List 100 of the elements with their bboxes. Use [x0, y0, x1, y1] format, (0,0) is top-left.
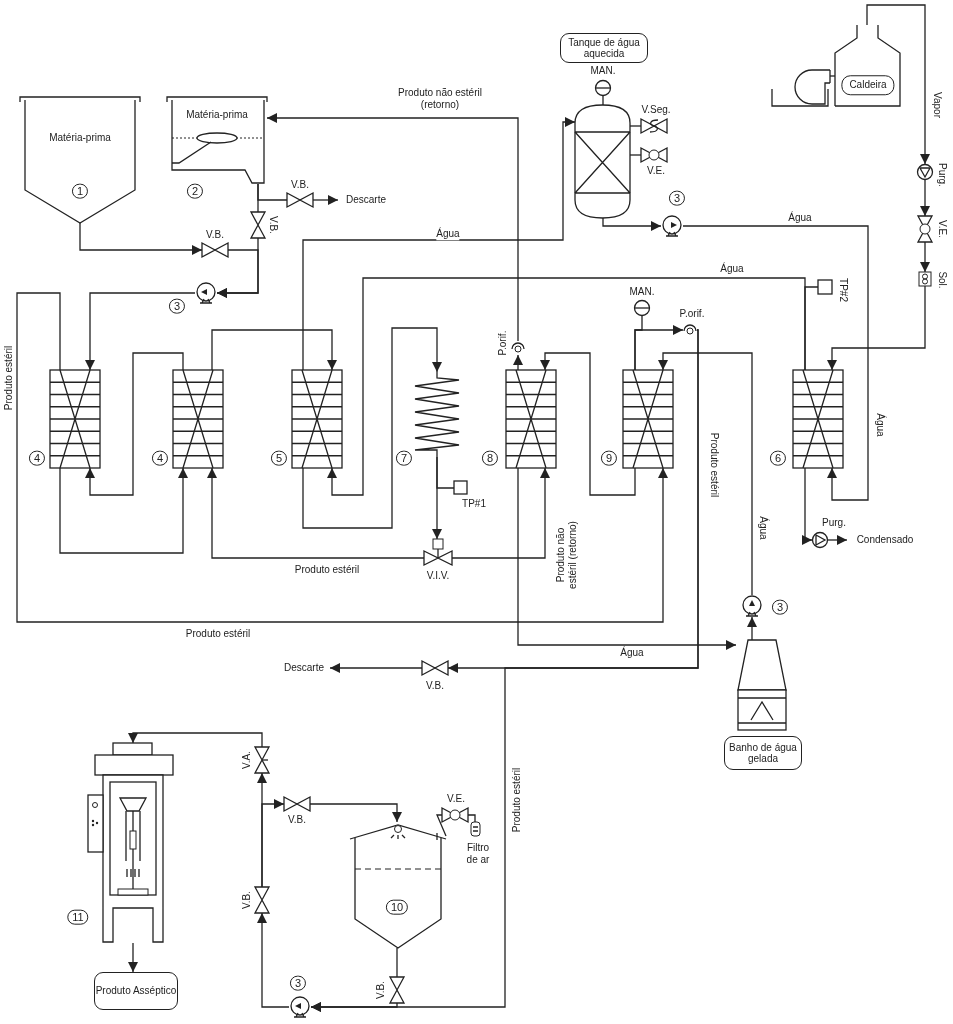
pipe-line	[261, 799, 285, 888]
equipment-label: MAN.	[590, 65, 616, 77]
pipe-line	[634, 315, 643, 371]
callout-number: 11	[67, 909, 89, 925]
pipe-line	[257, 183, 288, 201]
pipe-line	[302, 117, 576, 371]
pipe-line	[827, 285, 926, 371]
pipe-line	[16, 292, 668, 623]
equipment-label: MAN.	[629, 286, 655, 298]
pipe-line	[302, 327, 442, 529]
pipe-line	[513, 354, 523, 371]
equipment-label: TP#2	[837, 278, 849, 302]
edge-label: Produto estéril	[511, 767, 523, 833]
pipe-line	[207, 467, 425, 559]
equipment-label: V.Seg.	[641, 104, 671, 116]
equipment-label: TP#1	[462, 498, 486, 510]
pipe-line	[920, 179, 930, 217]
tag-label: Banho de água gelada	[724, 736, 802, 770]
pipe-line	[866, 4, 930, 165]
equipment-tag: Caldeira	[841, 75, 895, 95]
flow-label: Água	[874, 413, 886, 437]
pipe-line	[396, 947, 398, 978]
equipment-label: P.orif.	[497, 330, 509, 356]
equipment-label: V.B.	[241, 891, 253, 909]
equipment-label: Purg.	[936, 163, 948, 187]
edge-label: Água	[720, 263, 744, 275]
equipment-label: Matéria-prima	[49, 132, 111, 144]
equipment-label: Matéria-prima	[186, 109, 248, 121]
equipment-label: V.B.	[426, 680, 444, 692]
pipe-line	[920, 241, 930, 273]
pipe-line	[59, 467, 188, 554]
pipe-line	[602, 217, 662, 231]
pipe-line	[85, 292, 196, 371]
edge-label: Água	[788, 212, 812, 224]
equipment-label: V.B.	[267, 216, 279, 234]
pipe-line	[451, 467, 550, 559]
callout-number: 4	[151, 450, 169, 466]
callout-number: 3	[168, 298, 186, 314]
pipe-line	[310, 1002, 398, 1012]
outlet-label: Descarte	[338, 193, 394, 207]
pipe-line	[517, 467, 737, 650]
pipe-line	[312, 195, 339, 205]
callout-number: 3	[771, 599, 789, 615]
callout-number: 3	[668, 190, 686, 206]
pipe-line	[85, 352, 184, 496]
equipment-label: V.A.	[241, 751, 253, 769]
equipment-label: V.B.	[291, 179, 309, 191]
pipe-line	[128, 942, 138, 973]
pipe-line	[128, 732, 263, 748]
equipment-label: V.B.	[288, 814, 306, 826]
pipe-line	[257, 912, 290, 1008]
pipe-line	[266, 113, 519, 342]
pipe-line	[827, 535, 848, 545]
edge-label: Produto não estéril (retorno)	[395, 86, 485, 110]
pipe-line	[540, 352, 636, 496]
pipe-line	[436, 814, 447, 837]
equipment-label: V.E.	[647, 165, 665, 177]
pipe-line	[602, 95, 604, 106]
edge-label: Produto estéril	[294, 564, 360, 576]
equipment-label: Sol.	[936, 271, 948, 289]
flow-label: Produto estéril	[708, 432, 720, 498]
edge-label: Vapor	[931, 92, 943, 118]
flow-label: Produto estéril	[3, 345, 15, 411]
callout-number: 4	[28, 450, 46, 466]
pipe-line	[802, 467, 813, 545]
pipe-line	[327, 277, 806, 496]
outlet-label: Condensado	[847, 532, 923, 548]
edge-label: Produto estéril	[185, 628, 251, 640]
edge-label: Água	[620, 647, 644, 659]
pipe-line	[211, 329, 337, 371]
equipment-label: V.E.	[936, 220, 948, 238]
equipment-label: Purg.	[822, 517, 846, 529]
callout-number: 9	[600, 450, 618, 466]
callout-number: 5	[270, 450, 288, 466]
pipe-line	[747, 616, 757, 641]
callout-number: 7	[395, 450, 413, 466]
callout-number: 6	[769, 450, 787, 466]
tag-label: Tanque de água aquecida	[560, 33, 648, 63]
pipe-line	[658, 352, 753, 596]
equipment-label: Filtro de ar	[465, 841, 491, 865]
pipe-line	[79, 222, 203, 255]
edge-label: Produto não estéril (retorno)	[554, 519, 578, 591]
pipe-line	[216, 237, 259, 298]
equipment-label: P.orif.	[679, 308, 705, 320]
pipe-line	[436, 456, 455, 489]
tag-label: Produto Asséptico	[94, 972, 178, 1010]
callout-number: 3	[289, 975, 307, 991]
callout-number: 2	[186, 183, 204, 199]
pipe-line	[682, 225, 869, 501]
outlet-label: Descarte	[278, 661, 330, 675]
equipment-label: V.B.	[206, 229, 224, 241]
pipe-line	[467, 814, 476, 823]
pipe-line	[309, 803, 402, 823]
equipment-label: V.E.	[447, 793, 465, 805]
edge-label: Água	[757, 516, 769, 540]
edge-label: Água	[436, 228, 460, 240]
equipment-label: V.B.	[375, 981, 387, 999]
pipe-line	[329, 663, 423, 673]
equipment-label: V.I.V.	[426, 570, 450, 582]
callout-number: 8	[481, 450, 499, 466]
